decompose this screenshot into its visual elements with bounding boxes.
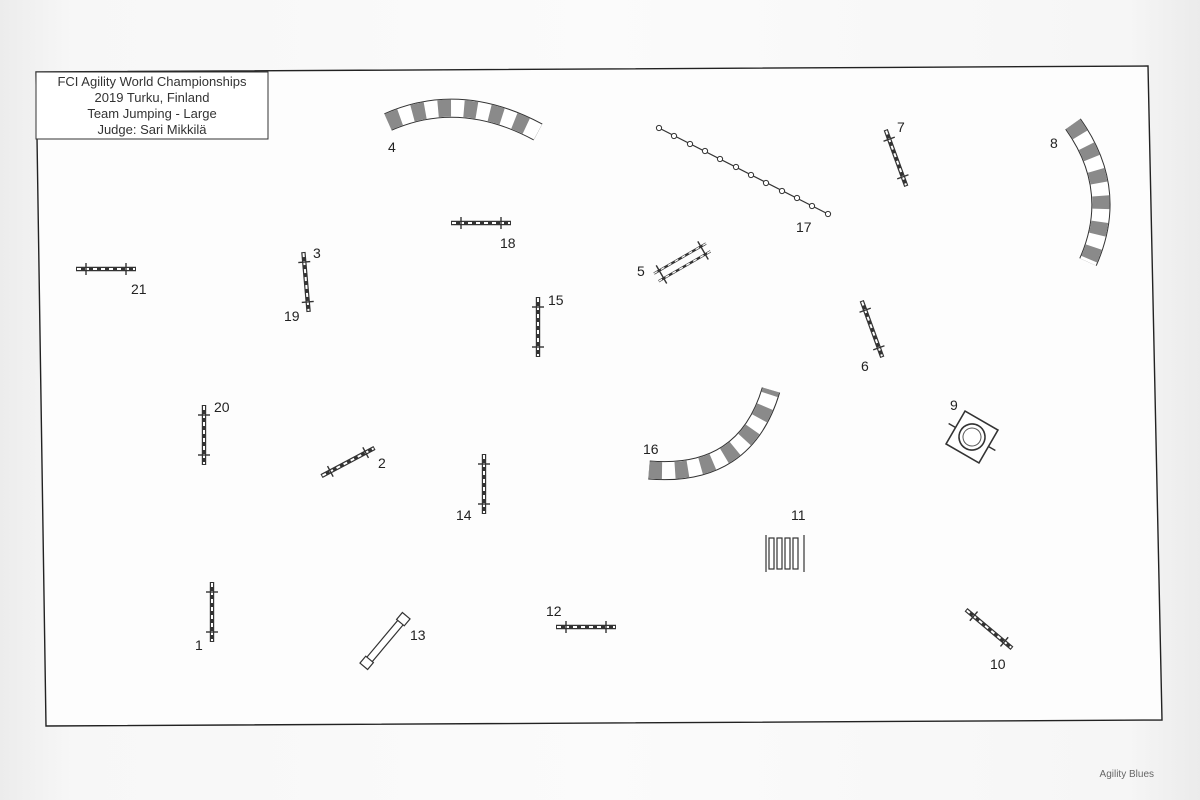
number-18: 18 xyxy=(500,235,516,251)
jump-18 xyxy=(451,217,511,229)
jump-1 xyxy=(206,582,218,642)
tunnel-4 xyxy=(384,98,543,141)
number-10: 10 xyxy=(990,656,1006,672)
tunnel-8 xyxy=(1065,118,1111,266)
double-jump-5 xyxy=(653,240,712,284)
number-7: 7 xyxy=(897,119,905,135)
number-3: 3 xyxy=(313,245,321,261)
number-2: 2 xyxy=(378,455,386,471)
jump-7 xyxy=(883,129,909,187)
watermark-text: Agility Blues xyxy=(1099,769,1154,780)
course-border xyxy=(35,65,1163,727)
jump-14 xyxy=(478,454,490,514)
wall-13 xyxy=(359,611,411,671)
jump-12 xyxy=(556,621,616,633)
number-21: 21 xyxy=(131,281,147,297)
weave-poles-17 xyxy=(655,124,832,218)
number-19: 19 xyxy=(284,308,300,324)
jump-15 xyxy=(532,297,544,357)
number-13: 13 xyxy=(410,627,426,643)
jump-20 xyxy=(198,405,210,465)
number-12: 12 xyxy=(546,603,562,619)
judge-name: Judge: Sari Mikkilä xyxy=(97,122,207,137)
number-4: 4 xyxy=(388,139,396,155)
jump-3 xyxy=(298,251,314,313)
number-16: 16 xyxy=(643,441,659,457)
tyre-9 xyxy=(944,409,1000,465)
number-1: 1 xyxy=(195,637,203,653)
number-20: 20 xyxy=(214,399,230,415)
jump-10 xyxy=(964,608,1014,650)
jump-2 xyxy=(320,445,376,479)
number-6: 6 xyxy=(861,358,869,374)
event-title: FCI Agility World Championships xyxy=(57,74,247,89)
obstacle-numbers: 1 2 3 4 5 6 7 8 9 10 11 12 13 14 15 16 1… xyxy=(131,119,1058,672)
number-9: 9 xyxy=(950,397,958,413)
tunnel-16 xyxy=(648,387,781,481)
course-info-box: FCI Agility World Championships 2019 Tur… xyxy=(35,71,269,140)
class-name: Team Jumping - Large xyxy=(87,106,216,121)
number-15: 15 xyxy=(548,292,564,308)
number-11: 11 xyxy=(791,507,806,523)
number-14: 14 xyxy=(456,507,472,523)
hurdles xyxy=(76,129,1014,650)
event-location: 2019 Turku, Finland xyxy=(95,90,210,105)
jump-21 xyxy=(76,263,136,275)
number-17: 17 xyxy=(796,219,812,235)
number-8: 8 xyxy=(1050,135,1058,151)
number-5: 5 xyxy=(637,263,645,279)
long-jump-11 xyxy=(765,535,805,572)
jump-6 xyxy=(859,300,885,358)
